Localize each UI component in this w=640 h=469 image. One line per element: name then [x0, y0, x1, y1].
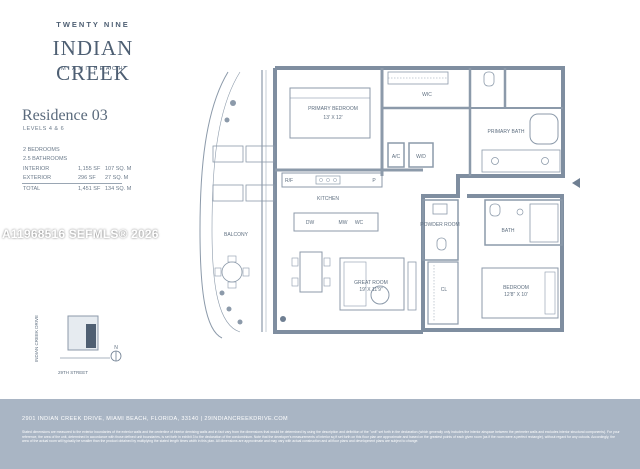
- footer-address: 2901 INDIAN CREEK DRIVE, MIAMI BEACH, FL…: [22, 416, 289, 422]
- balcony-table: [221, 261, 243, 283]
- spec-total-label: TOTAL: [23, 186, 41, 192]
- sofa: [339, 257, 405, 311]
- north-label: N: [114, 345, 118, 351]
- balcony-inner-edge: [211, 71, 241, 333]
- bed-2: [481, 267, 559, 319]
- lounge-chair-2: [212, 184, 244, 202]
- label-cl: CL: [441, 287, 448, 293]
- label-primary-bedroom: PRIMARY BEDROOM: [308, 106, 358, 112]
- street-bottom: 29TH STREET: [58, 370, 88, 375]
- label-powder-room: POWDER ROOM: [420, 222, 459, 228]
- spec-exterior-m: 27 SQ. M: [105, 175, 129, 181]
- closet-cl: [427, 261, 459, 325]
- bath-2: [484, 199, 563, 246]
- balcony-plants: [219, 100, 286, 325]
- label-wd: W/D: [416, 154, 426, 160]
- bed-primary: [289, 87, 371, 139]
- spec-exterior-label: EXTERIOR: [23, 175, 52, 181]
- spec-divider: [22, 183, 122, 184]
- kitchen-counter: [281, 172, 383, 188]
- powder-room: [422, 199, 459, 261]
- vanity-primary: [481, 149, 561, 173]
- label-ac: A/C: [392, 154, 401, 160]
- exterior-walls: [275, 66, 565, 332]
- brand-logo-name: INDIAN CREEK: [52, 36, 134, 85]
- key-plan-unit: [86, 324, 96, 348]
- residence-levels: LEVELS 4 & 6: [23, 126, 65, 132]
- footer-bar: 2901 INDIAN CREEK DRIVE, MIAMI BEACH, FL…: [0, 399, 640, 469]
- wd-closet: [408, 142, 434, 168]
- label-great-room-dim: 19' X 11'9": [359, 287, 383, 293]
- spec-interior-label: INTERIOR: [23, 166, 50, 172]
- balcony-railing: [199, 71, 229, 339]
- label-wc: WC: [355, 220, 364, 226]
- mls-watermark: A11968516 SEFMLS® 2026: [2, 227, 159, 241]
- brand-tagline: TWENTY NINE: [56, 20, 130, 29]
- toilet-primary: [483, 71, 495, 87]
- label-rf: R/F: [285, 178, 293, 184]
- spec-interior-sf: 1,155 SF: [78, 166, 101, 172]
- kitchen-island: [293, 212, 379, 232]
- lounge-chair-1: [212, 145, 244, 163]
- brand-city: MIAMI BEACH: [61, 66, 125, 72]
- spec-exterior-row: EXTERIOR 296 SF 27 SQ. M: [23, 175, 128, 181]
- label-p: P: [372, 178, 376, 184]
- spec-bathrooms: 2.5 BATHROOMS: [23, 156, 68, 162]
- label-kitchen: KITCHEN: [317, 196, 339, 202]
- spec-bedrooms: 2 BEDROOMS: [23, 147, 60, 153]
- label-primary-bath: PRIMARY BATH: [488, 129, 525, 135]
- residence-title: Residence 03: [22, 107, 108, 124]
- label-wic: WIC: [422, 92, 432, 98]
- dining-table: [299, 251, 323, 293]
- ac-closet: [387, 142, 405, 168]
- street-vertical: INDIAN CREEK DRIVE: [34, 315, 39, 362]
- label-bedroom: BEDROOM: [503, 285, 529, 291]
- coffee-table: [370, 285, 390, 305]
- tv-console: [407, 261, 417, 311]
- label-great-room: GREAT ROOM: [354, 280, 388, 286]
- label-dw: DW: [306, 220, 315, 226]
- spec-interior-row: INTERIOR 1,155 SF 107 SQ. M: [23, 166, 131, 172]
- spec-total-sf: 1,451 SF: [78, 186, 101, 192]
- spec-total-row: TOTAL 1,451 SF 134 SQ. M: [23, 186, 131, 192]
- entry-arrow-icon: [572, 178, 580, 188]
- label-balcony: BALCONY: [224, 232, 249, 238]
- spec-total-m: 134 SQ. M: [105, 186, 132, 192]
- spec-exterior-sf: 296 SF: [78, 175, 96, 181]
- bathtub: [529, 113, 559, 145]
- label-primary-bedroom-dim: 13' X 12': [323, 115, 342, 121]
- spec-interior-m: 107 SQ. M: [105, 166, 132, 172]
- label-bedroom-dim: 12'8" X 10': [504, 292, 528, 298]
- footer-disclaimer: Stated dimensions are measured to the ex…: [22, 430, 620, 444]
- label-mw: MW: [339, 220, 348, 226]
- label-bath: BATH: [502, 228, 515, 234]
- key-plan: N INDIAN CREEK DRIVE 29TH STREET: [34, 315, 122, 375]
